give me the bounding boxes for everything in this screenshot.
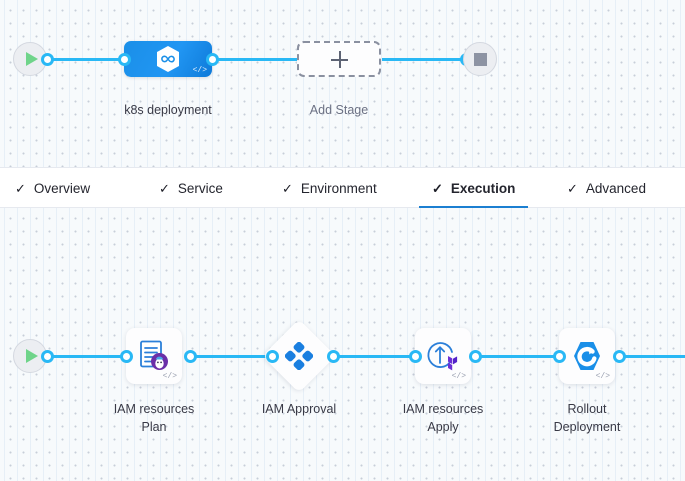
add-stage-label: Add Stage	[309, 103, 369, 117]
wire-addstage-to-end	[382, 58, 466, 61]
pipeline-start-node[interactable]	[13, 42, 47, 76]
step-code-badge[interactable]: </>	[451, 372, 466, 381]
stage-code-badge[interactable]: </>	[192, 66, 207, 75]
step-label-iam-resources-apply: IAM resources Apply	[402, 402, 484, 434]
stage-config-tabbar: ✓ Overview ✓ Service ✓ Environment ✓ Exe…	[0, 167, 685, 209]
port-approval-out[interactable]	[327, 350, 340, 363]
tab-label: Environment	[300, 181, 377, 196]
stage-label-k8s-deployment: k8s deployment	[124, 103, 212, 117]
check-icon: ✓	[159, 181, 170, 196]
plus-icon	[330, 50, 348, 68]
step-card-iam-resources-apply[interactable]: </>	[415, 328, 471, 384]
execution-canvas[interactable]: </> IAM resources Plan IAM Approval	[0, 208, 685, 481]
check-icon: ✓	[567, 181, 578, 196]
step-card-rollout-deployment[interactable]: </>	[559, 328, 615, 384]
step-label-rollout-deployment: Rollout Deployment	[553, 402, 621, 434]
port-rollout-out[interactable]	[613, 350, 626, 363]
tab-execution[interactable]: ✓ Execution	[418, 168, 529, 209]
port-stage-out[interactable]	[206, 53, 219, 66]
wire-start-to-stage	[46, 58, 130, 61]
kubernetes-helm-icon	[155, 45, 181, 73]
port-apply-in[interactable]	[409, 350, 422, 363]
wire-apply-to-rollout	[475, 355, 559, 358]
wire-approval-to-apply	[333, 355, 415, 358]
port-stage-in[interactable]	[118, 53, 131, 66]
stage-canvas[interactable]: </> k8s deployment Add Stage	[0, 0, 685, 167]
tab-overview[interactable]: ✓ Overview	[15, 168, 90, 209]
step-label-iam-approval: IAM Approval	[261, 402, 337, 416]
tab-label: Overview	[33, 181, 91, 196]
port-start-out[interactable]	[41, 53, 54, 66]
check-icon: ✓	[15, 181, 26, 196]
play-icon	[25, 349, 38, 363]
port-plan-in[interactable]	[120, 350, 133, 363]
port-rollout-in[interactable]	[553, 350, 566, 363]
argo-rollout-icon	[570, 340, 604, 372]
tab-service[interactable]: ✓ Service	[159, 168, 223, 209]
wire-plan-to-approval	[190, 355, 272, 358]
step-card-iam-resources-plan[interactable]: </>	[126, 328, 182, 384]
port-plan-out[interactable]	[184, 350, 197, 363]
add-stage-button[interactable]	[297, 41, 381, 77]
step-code-badge[interactable]: </>	[162, 372, 177, 381]
play-icon	[25, 52, 38, 66]
wire-stage-to-addstage	[212, 58, 300, 61]
tab-environment[interactable]: ✓ Environment	[282, 168, 377, 209]
harness-approval-icon	[285, 342, 313, 370]
port-exec-start-out[interactable]	[41, 350, 54, 363]
wire-rollout-to-next	[619, 355, 685, 358]
step-code-badge[interactable]: </>	[595, 372, 610, 381]
harness-approval-icon-wrap	[273, 330, 325, 382]
check-icon: ✓	[432, 181, 443, 196]
wire-exec-start-to-plan	[46, 355, 130, 358]
step-label-iam-resources-plan: IAM resources Plan	[113, 402, 195, 434]
tab-label: Advanced	[585, 181, 646, 196]
tab-label: Service	[177, 181, 223, 196]
stop-icon	[473, 52, 487, 66]
tab-advanced[interactable]: ✓ Advanced	[567, 168, 646, 209]
terraform-plan-icon	[137, 339, 171, 373]
pipeline-end-node[interactable]	[463, 42, 497, 76]
stage-node-k8s-deployment[interactable]: </>	[124, 41, 212, 77]
port-apply-out[interactable]	[469, 350, 482, 363]
port-approval-in[interactable]	[266, 350, 279, 363]
tab-label: Execution	[450, 181, 516, 196]
terraform-apply-icon	[425, 339, 461, 373]
check-icon: ✓	[282, 181, 293, 196]
